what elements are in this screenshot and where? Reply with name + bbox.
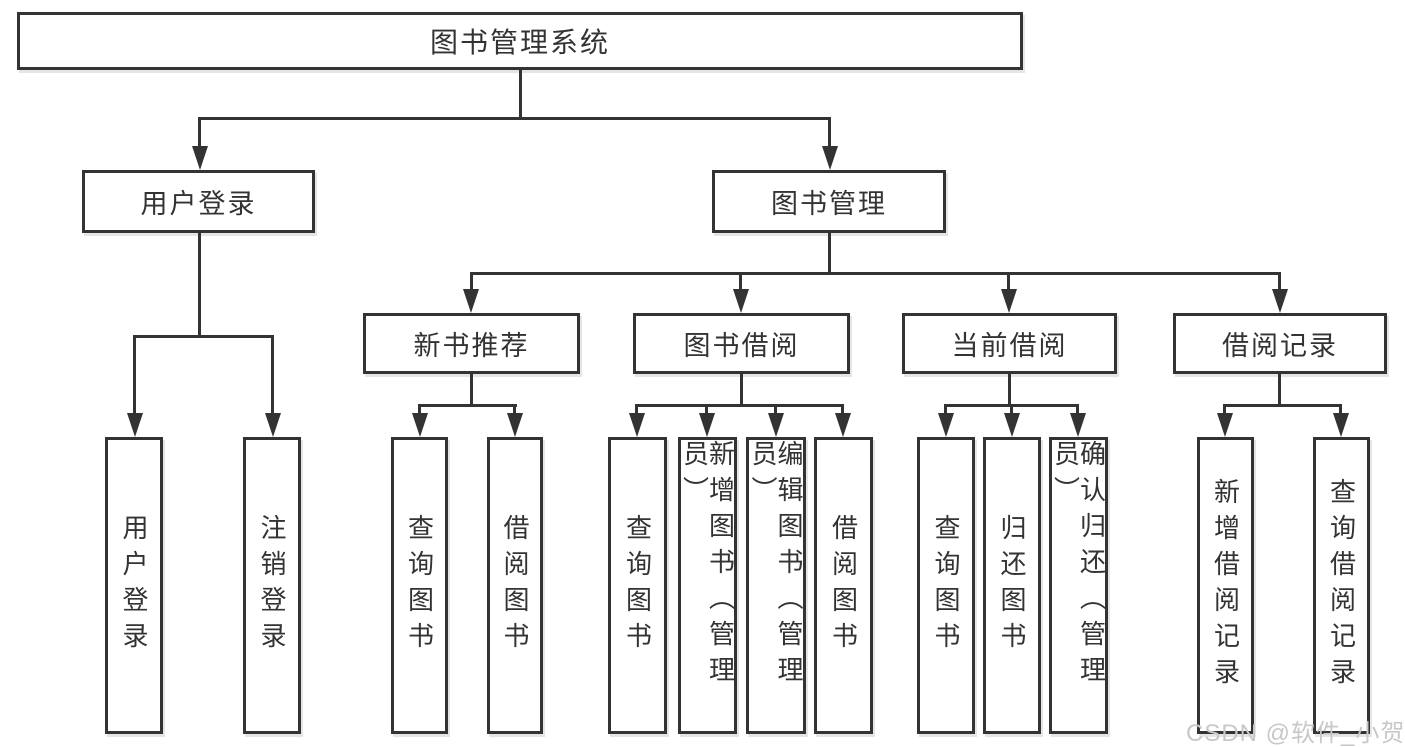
- leaf-user-login: 用户登录: [105, 437, 163, 734]
- edge-drop: [635, 404, 638, 415]
- arrow-down-icon: [127, 413, 143, 437]
- leaf-label: 新增借阅记录: [1210, 477, 1241, 694]
- edge-drop: [1010, 404, 1013, 415]
- leaf-nb-borrow-books: 借阅图书: [487, 437, 543, 734]
- leaf-cb-confirm-return-admin: 确认归还（管理员）: [1049, 437, 1108, 734]
- arrow-down-icon: [1272, 289, 1288, 313]
- leaf-bb-add-books-admin: 新增图书（管理员）: [678, 437, 737, 734]
- edge-drop: [513, 404, 516, 415]
- edge-drop: [1278, 272, 1281, 291]
- arrow-down-icon: [629, 413, 645, 437]
- edge-bar: [1224, 404, 1342, 407]
- leaf-label: 新增图书（管理员）: [679, 440, 736, 692]
- edge-drop: [470, 272, 473, 291]
- node-label: 当前借阅: [951, 331, 1068, 361]
- arrow-down-icon: [1070, 413, 1086, 437]
- edge-drop: [774, 404, 777, 415]
- node-label: 用户登录: [140, 189, 257, 219]
- edge-stem: [1008, 374, 1011, 407]
- arrow-down-icon: [192, 146, 208, 170]
- edge-stem: [740, 374, 743, 407]
- node-label: 图书管理系统: [429, 27, 610, 58]
- edge-drop: [841, 404, 844, 415]
- node-label: 图书借阅: [683, 331, 800, 361]
- edge-drop-user-login: [198, 117, 201, 146]
- edge-root-stem: [519, 70, 522, 120]
- leaf-label: 借阅图书: [500, 513, 530, 658]
- node-library-management-system: 图书管理系统: [17, 12, 1023, 70]
- edge-bookmgmt-bar: [470, 272, 1281, 275]
- edge-drop-book-management: [828, 117, 831, 146]
- leaf-cb-query-books: 查询图书: [917, 437, 975, 734]
- leaf-label: 查询图书: [622, 513, 653, 658]
- leaf-nb-query-books: 查询图书: [391, 437, 448, 734]
- leaf-label: 编辑图书（管理员）: [748, 440, 804, 692]
- arrow-down-icon: [938, 413, 954, 437]
- edge-drop: [133, 335, 136, 415]
- edge-bar: [419, 404, 517, 407]
- arrow-down-icon: [768, 413, 784, 437]
- arrow-down-icon: [507, 413, 523, 437]
- edge-bar: [636, 404, 844, 407]
- edge-drop: [418, 404, 421, 415]
- leaf-label: 归还图书: [997, 513, 1027, 658]
- node-book-borrow: 图书借阅: [633, 313, 850, 374]
- arrow-down-icon: [699, 413, 715, 437]
- edge-userlogin-stem: [198, 233, 201, 338]
- arrow-down-icon: [1333, 413, 1349, 437]
- leaf-label: 查询图书: [404, 513, 435, 658]
- arrow-down-icon: [835, 413, 851, 437]
- leaf-bb-query-books: 查询图书: [608, 437, 667, 734]
- arrow-down-icon: [1004, 413, 1020, 437]
- leaf-logout: 注销登录: [243, 437, 301, 734]
- arrow-down-icon: [822, 146, 838, 170]
- leaf-label: 注销登录: [257, 513, 287, 658]
- leaf-bb-borrow-books: 借阅图书: [814, 437, 873, 734]
- node-current-borrow: 当前借阅: [902, 313, 1117, 374]
- edge-stem: [470, 374, 473, 407]
- arrow-down-icon: [412, 413, 428, 437]
- leaf-br-query-record: 查询借阅记录: [1313, 437, 1370, 734]
- edge-drop: [944, 404, 947, 415]
- arrow-down-icon: [1217, 413, 1233, 437]
- node-borrow-records: 借阅记录: [1173, 313, 1387, 374]
- arrow-down-icon: [463, 289, 479, 313]
- leaf-label: 确认归还（管理员）: [1050, 440, 1107, 692]
- edge-drop: [705, 404, 708, 415]
- edge-stem: [1278, 374, 1281, 407]
- node-new-book-recommend: 新书推荐: [363, 313, 580, 374]
- edge-drop: [1223, 404, 1226, 415]
- edge-drop: [271, 335, 274, 415]
- edge-drop: [1339, 404, 1342, 415]
- edge-userlogin-bar: [133, 335, 274, 338]
- arrow-down-icon: [733, 289, 749, 313]
- watermark: CSDN @软件_小贺同学: [1186, 720, 1405, 747]
- leaf-label: 借阅图书: [828, 513, 859, 658]
- node-user-login: 用户登录: [82, 170, 315, 233]
- leaf-cb-return-books: 归还图书: [983, 437, 1041, 734]
- edge-root-bar: [198, 117, 831, 120]
- edge-drop: [739, 272, 742, 291]
- node-label: 图书管理: [771, 189, 887, 219]
- edge-drop: [1007, 272, 1010, 291]
- leaf-label: 查询图书: [931, 513, 961, 658]
- node-label: 借阅记录: [1222, 331, 1338, 361]
- leaf-label: 查询借阅记录: [1326, 477, 1357, 694]
- arrow-down-icon: [1001, 289, 1017, 313]
- edge-drop: [1076, 404, 1079, 415]
- arrow-down-icon: [265, 413, 281, 437]
- node-book-management: 图书管理: [712, 170, 946, 233]
- edge-bookmgmt-stem: [828, 233, 831, 275]
- leaf-bb-edit-books-admin: 编辑图书（管理员）: [746, 437, 806, 734]
- node-label: 新书推荐: [413, 331, 530, 361]
- leaf-label: 用户登录: [119, 513, 149, 658]
- leaf-br-add-record: 新增借阅记录: [1197, 437, 1254, 734]
